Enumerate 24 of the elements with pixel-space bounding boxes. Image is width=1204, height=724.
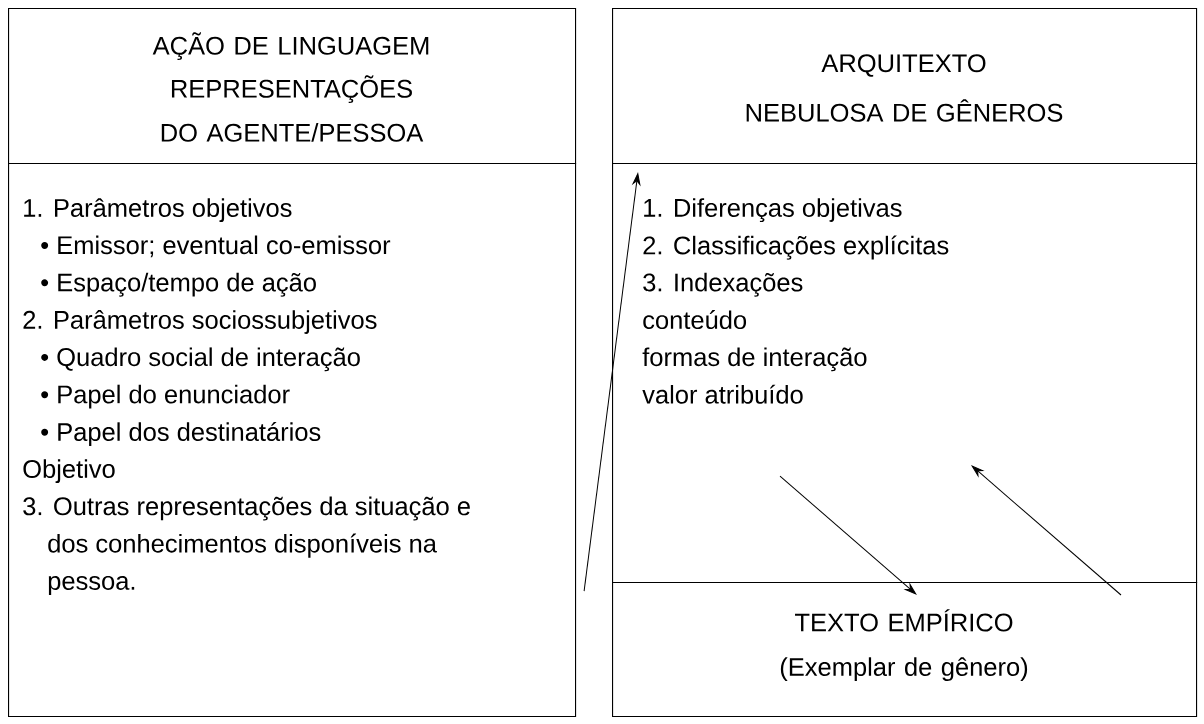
heading: NEBULOSA DE GÊNEROS (746, 99, 1063, 122)
list-item: Objetivo (23, 459, 115, 484)
heading: (Exemplar de gênero) (780, 657, 1028, 682)
list-item: 3. Indexações (643, 272, 803, 297)
heading: ARQUITEXTO (821, 54, 986, 77)
list-item: 1. Parâmetros objetivos (24, 198, 292, 223)
list-item: valor atribuído (642, 384, 803, 404)
list-item: conteúdo (643, 310, 747, 330)
heading: REPRESENTAÇÕES DO AGENTE/PESSOA (161, 75, 424, 142)
arrow (779, 475, 917, 595)
list-item: formas de interação (642, 347, 867, 372)
list-item: • Papel do enunciador (41, 384, 290, 409)
list-item: • Papel dos destinatários (41, 422, 321, 447)
heading: TEXTO EMPÍRICO (795, 609, 1013, 632)
list-item: 3. Outras representações da situação e dos conhecimentos disponíveis na pessoa. (23, 496, 470, 595)
list-item: 2. Parâmetros sociossubjetivos (23, 310, 377, 334)
list-item: • Emissor; eventual co-emissor (41, 235, 391, 258)
arrow (971, 465, 1122, 596)
list-item: 2. Classificações explícitas (643, 235, 949, 260)
arrow (583, 173, 641, 592)
heading: AÇÃO DE LINGUAGEM (152, 32, 429, 60)
list-item: • Espaço/tempo de ação (41, 272, 316, 297)
list-item: 1. Diferenças objetivas (644, 198, 902, 223)
list-item: • Quadro social de interação (41, 347, 360, 372)
